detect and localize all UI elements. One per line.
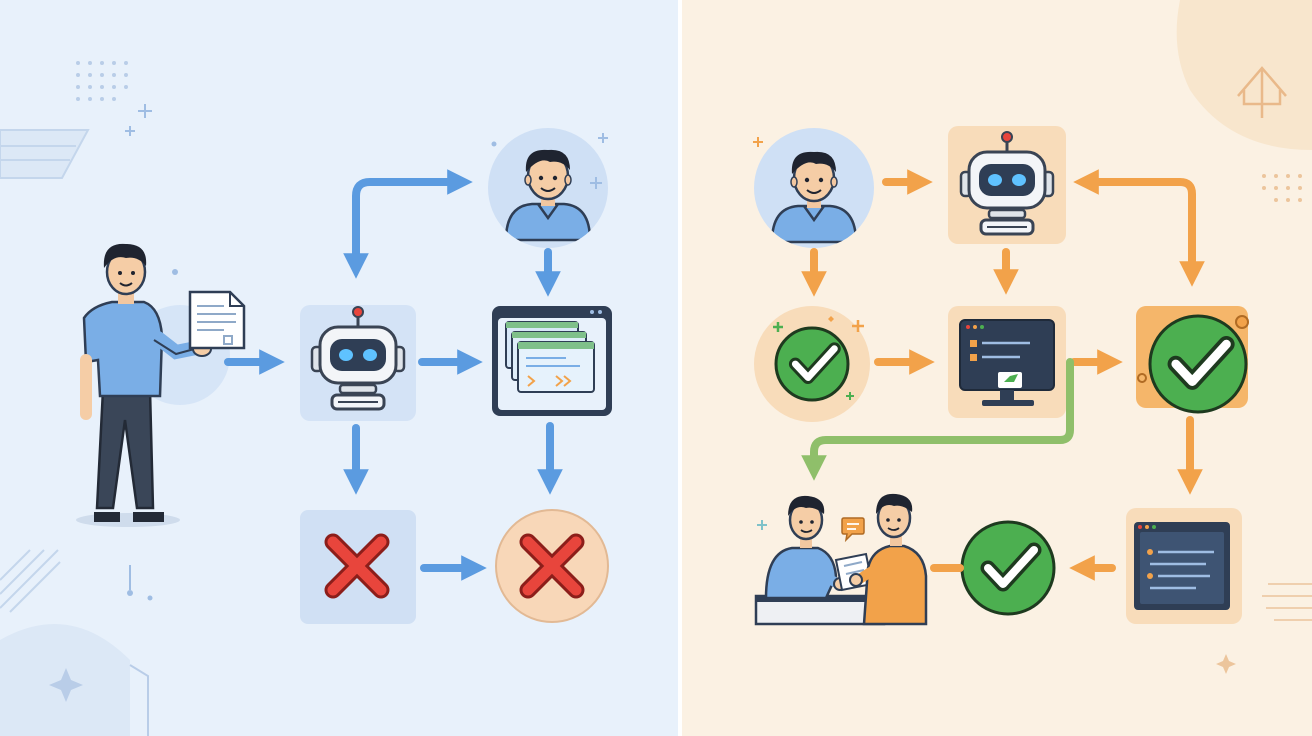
- left-flow-arrows: [224, 169, 563, 581]
- feedback-loop-arrow: [801, 358, 1074, 481]
- person-avatar-icon: [754, 128, 874, 248]
- right-decorations: [753, 0, 1312, 674]
- robot-icon: [948, 126, 1066, 244]
- robot-icon: [300, 305, 416, 421]
- chat-bubble-icon: [841, 517, 865, 543]
- success-check-node: [1136, 306, 1249, 414]
- success-check-node: [960, 520, 1056, 616]
- roof-logo-icon: [1237, 66, 1287, 118]
- fail-circle-node: [495, 509, 609, 623]
- fail-square-node: [300, 510, 416, 624]
- terminal-screen-icon: [948, 306, 1066, 418]
- success-check-node: [754, 306, 870, 422]
- right-flow-arrows: [801, 169, 1205, 581]
- two-people-handshake-icon: [754, 493, 928, 626]
- document-icon: [188, 290, 246, 350]
- checklist-screen-icon: [1126, 508, 1242, 624]
- person-avatar-icon: [488, 128, 608, 248]
- code-windows-icon: [492, 306, 612, 416]
- left-decorations: [0, 61, 178, 736]
